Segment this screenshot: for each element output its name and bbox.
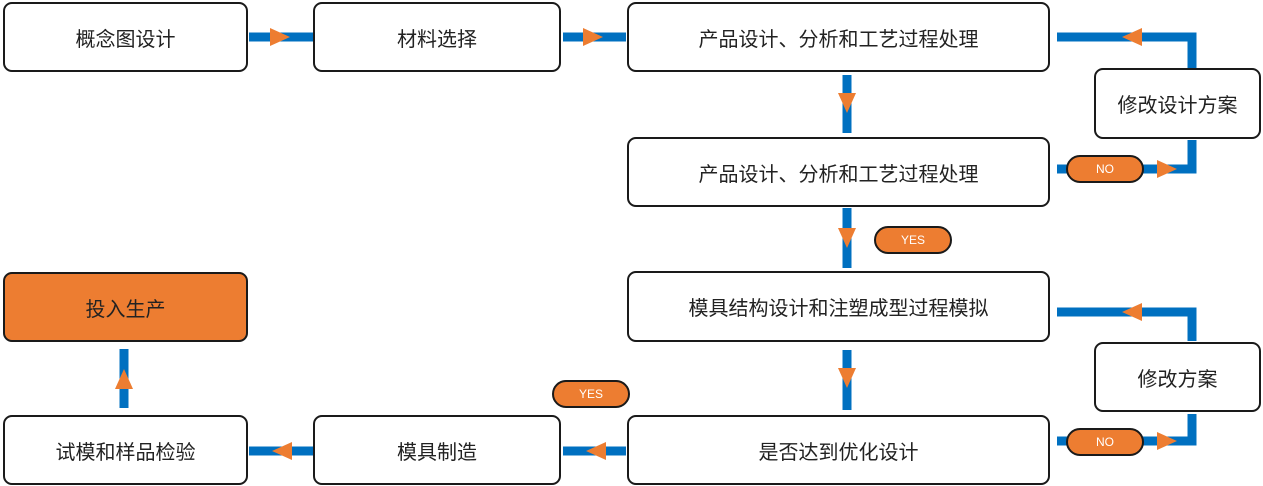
arrowhead-right-2 bbox=[583, 28, 603, 46]
node-modify-plan: 修改方案 bbox=[1094, 342, 1261, 412]
arrowhead-down-2 bbox=[838, 228, 856, 248]
label-yes-2: YES bbox=[552, 380, 630, 408]
arrowhead-right-1 bbox=[270, 28, 290, 46]
label-yes-1: YES bbox=[874, 226, 952, 254]
node-production: 投入生产 bbox=[3, 272, 248, 342]
arrowhead-right-3 bbox=[1157, 160, 1177, 178]
node-concept-design: 概念图设计 bbox=[3, 2, 248, 72]
node-modify-design-plan: 修改设计方案 bbox=[1094, 68, 1261, 139]
node-mold-structure-design: 模具结构设计和注塑成型过程模拟 bbox=[627, 271, 1050, 342]
label-no-1: NO bbox=[1066, 155, 1144, 183]
arrowhead-down-3 bbox=[838, 368, 856, 388]
node-material-selection: 材料选择 bbox=[313, 2, 561, 72]
node-product-design-2: 产品设计、分析和工艺过程处理 bbox=[627, 137, 1050, 207]
node-optimized-check: 是否达到优化设计 bbox=[627, 415, 1050, 485]
arrowhead-up-1 bbox=[115, 369, 133, 389]
node-mold-manufacture: 模具制造 bbox=[313, 415, 561, 485]
label-no-2: NO bbox=[1066, 428, 1144, 456]
arrowhead-left-3 bbox=[586, 442, 606, 460]
arrowhead-right-4 bbox=[1157, 432, 1177, 450]
node-trial-inspection: 试模和样品检验 bbox=[3, 415, 248, 485]
arrowhead-left-2 bbox=[1122, 303, 1142, 321]
arrowhead-left-4 bbox=[272, 442, 292, 460]
arrowhead-down-1 bbox=[838, 93, 856, 113]
arrowhead-left-1 bbox=[1122, 28, 1142, 46]
connector-product-to-modify-design bbox=[1057, 32, 1197, 68]
node-product-design: 产品设计、分析和工艺过程处理 bbox=[627, 2, 1050, 72]
connector-modify-plan-to-mold-structure bbox=[1057, 307, 1197, 341]
